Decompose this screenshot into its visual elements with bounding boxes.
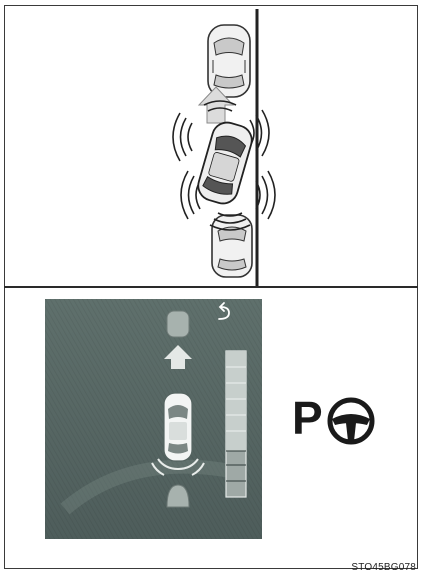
figure-code: STO45BG078 <box>351 562 416 573</box>
distance-gauge <box>226 351 246 497</box>
parking-scene <box>4 5 418 286</box>
parking-assist-display <box>45 299 262 539</box>
own-vehicle-display <box>164 393 192 461</box>
parked-car-rear <box>212 215 252 277</box>
parked-car-front <box>208 25 250 97</box>
park-indicator: P <box>292 395 323 441</box>
steering-wheel-icon <box>325 395 377 447</box>
own-vehicle <box>195 119 256 207</box>
detected-vehicle-front <box>167 311 189 337</box>
section-divider <box>4 286 418 288</box>
